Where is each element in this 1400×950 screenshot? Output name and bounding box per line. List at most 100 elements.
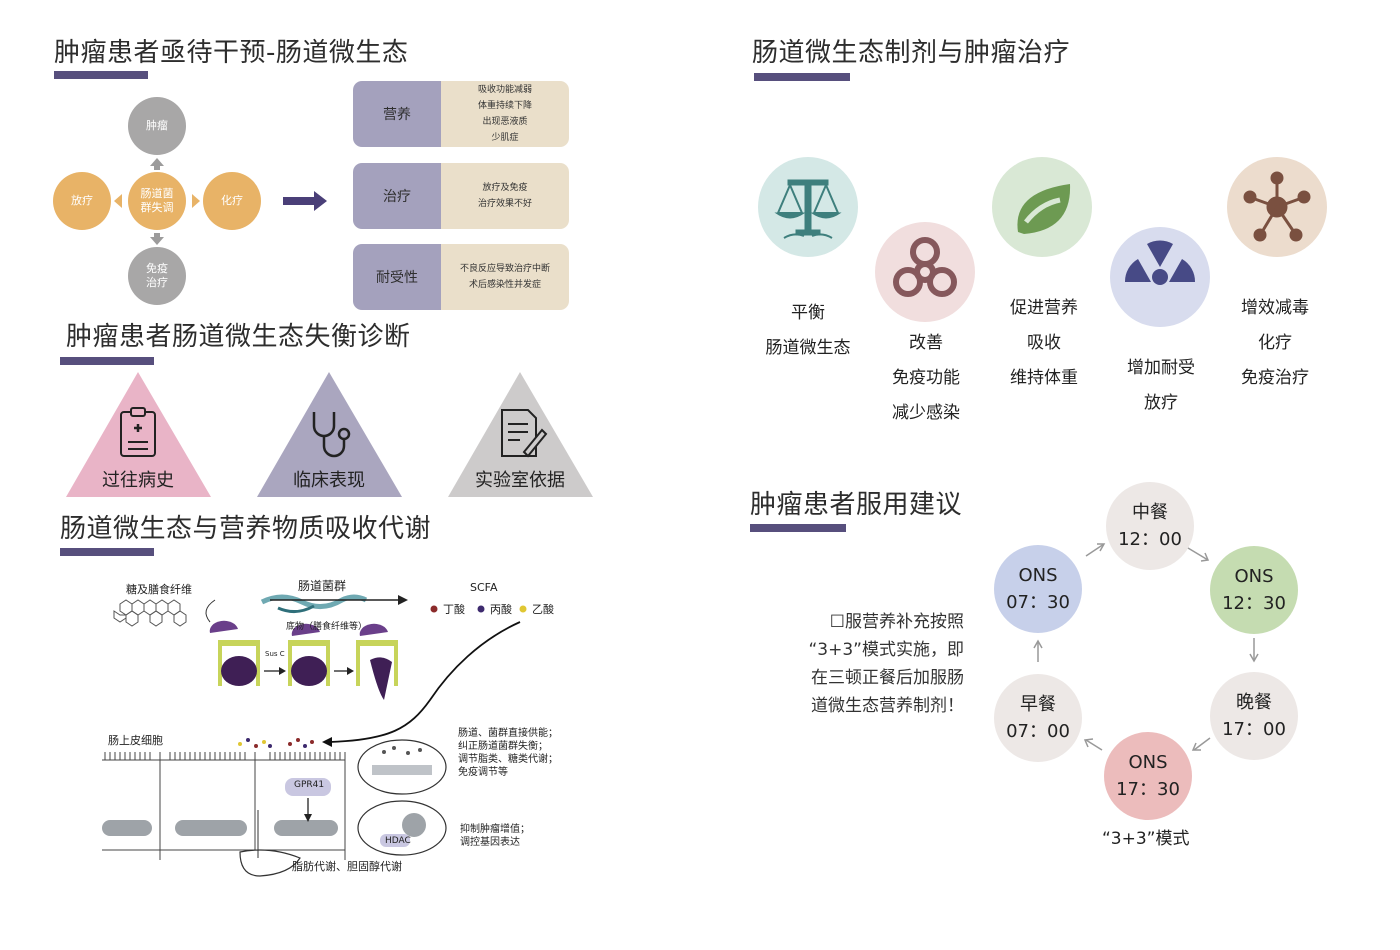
note-line: 肠道、菌群直接供能； (458, 728, 558, 739)
benefit-line: 增加耐受 (1127, 358, 1195, 378)
biohazard-icon (893, 237, 957, 297)
meal-time: 07：30 (1006, 592, 1070, 613)
card-label: 耐受性 (353, 244, 441, 310)
dosage-instruction: ☐服营养补充按照 “3+3”模式实施，即 在三顿正餐后加服肠 道微生态营养制剂！ (782, 608, 965, 720)
benefit-line: 促进营养 (1010, 298, 1078, 318)
zoom-circle-hdac (357, 800, 447, 856)
card-line: 少肌症 (491, 133, 519, 143)
benefit-line: 免疫治疗 (1241, 368, 1309, 388)
acid-acetic: 乙酸 (532, 603, 554, 616)
arrow-right-icon (398, 595, 408, 605)
card-line: 放疗及免疫 (482, 183, 528, 193)
substrate-label: 底物（膳食纤维等） (286, 622, 368, 632)
instruction-line: ☐服营养补充按照 (829, 612, 964, 632)
acid-propionic: 丙酸 (490, 603, 512, 616)
hub-node-tumor: 肿瘤 (128, 97, 186, 155)
arrow-down-icon (150, 237, 164, 245)
meal-ons-dinner: ONS 17：30 (1104, 732, 1192, 820)
triangle-label-clinical: 临床表现 (293, 470, 365, 491)
hdac-label: HDAC (385, 836, 411, 846)
hub-node-chemotherapy: 化疗 (203, 172, 261, 230)
meal-name: ONS (1128, 752, 1168, 773)
liver-icon (239, 849, 301, 877)
balance-scale-icon (774, 179, 842, 239)
card-line: 吸收功能减弱 (477, 85, 532, 95)
flora-strand (260, 594, 368, 609)
transporter-units (209, 620, 398, 700)
hub-node-label: 放疗 (71, 194, 93, 207)
fiber-hexagons (113, 599, 187, 627)
section-title-diagnosis: 肿瘤患者肠道微生态失衡诊断 (66, 322, 411, 352)
card-line: 不良反应导致治疗中断 (459, 264, 550, 274)
triangle-label-history: 过往病史 (102, 470, 174, 491)
benefit-radiotherapy: 增加耐受 放疗 (1101, 351, 1221, 421)
radiation-icon (1124, 240, 1196, 285)
title-underline (54, 71, 148, 79)
card-lines: 不良反应导致治疗中断 术后感染性并发症 (441, 244, 569, 310)
card-line: 术后感染性并发症 (468, 280, 541, 290)
meal-time: 17：30 (1116, 779, 1180, 800)
meal-time: 12：00 (1118, 529, 1182, 550)
problem-card-tolerance: 耐受性 不良反应导致治疗中断 术后感染性并发症 (353, 244, 569, 310)
card-line: 治疗效果不好 (477, 199, 532, 209)
benefit-chemo: 增效减毒 化疗 免疫治疗 (1215, 291, 1335, 396)
clipboard-icon (120, 407, 156, 457)
benefit-line: 放疗 (1144, 393, 1178, 413)
acid-butyric: 丁酸 (443, 603, 465, 616)
metabolism-diagram (102, 594, 527, 877)
title-underline (60, 357, 154, 365)
triangle-lab (448, 372, 593, 497)
section-title-metabolism: 肠道微生态与营养物质吸收代谢 (60, 514, 432, 544)
hub-arrows (114, 158, 327, 245)
scfa-label: SCFA (470, 581, 498, 594)
hub-node-immunotherapy: 免疫治疗 (128, 247, 186, 305)
card-lines: 吸收功能减弱 体重持续下降 出现恶液质 少肌症 (441, 81, 569, 147)
hub-node-radiotherapy: 放疗 (53, 172, 111, 230)
benefit-nutrition: 促进营养 吸收 维持体重 (984, 291, 1104, 396)
benefit-line: 减少感染 (892, 403, 960, 423)
diagnosis-triangles (66, 372, 593, 497)
meal-time: 07：00 (1006, 721, 1070, 742)
benefit-balance: 平衡 肠道微生态 (748, 296, 868, 366)
section-title-therapy: 肠道微生态制剂与肿瘤治疗 (752, 38, 1071, 68)
big-arrow-right-icon (283, 191, 327, 211)
benefit-line: 平衡 (791, 303, 825, 323)
epithelium-label: 肠上皮细胞 (108, 734, 163, 747)
problem-card-treatment: 治疗 放疗及免疫 治疗效果不好 (353, 163, 569, 229)
hub-center-line: 肠道菌 (140, 187, 174, 200)
benefit-line: 化疗 (1258, 333, 1292, 353)
lab-report-icon (501, 409, 548, 458)
stethoscope-icon (312, 412, 351, 458)
benefit-immunity: 改善 免疫功能 减少感染 (866, 326, 986, 431)
scfa-molecules (238, 738, 314, 748)
meal-name: 中餐 (1132, 502, 1168, 523)
triangle-label-lab: 实验室依据 (475, 470, 565, 491)
gpr41-label: GPR41 (294, 780, 325, 790)
meal-breakfast: 早餐 07：00 (994, 674, 1082, 762)
meal-name: ONS (1234, 566, 1274, 587)
benefit-line: 吸收 (1027, 333, 1061, 353)
section-title-intervention: 肿瘤患者亟待干预-肠道微生态 (54, 38, 409, 68)
instruction-line: 道微生态营养制剂！ (811, 696, 964, 716)
sus-label: Sus C (265, 650, 285, 658)
card-label: 治疗 (353, 163, 441, 229)
title-underline (750, 524, 846, 532)
benefit-line: 改善 (909, 333, 943, 353)
meal-name: 早餐 (1020, 694, 1056, 715)
hub-node-label: 化疗 (221, 194, 243, 207)
direct-effects-note: 肠道、菌群直接供能； 纠正肠道菌群失衡； 调节脂类、糖类代谢； 免疫调节等 (458, 727, 558, 779)
hub-center-line: 群失调 (140, 201, 174, 214)
hub-bottom-line: 免疫 (146, 262, 168, 275)
hub-node-center: 肠道菌群失调 (128, 172, 186, 230)
card-line: 体重持续下降 (477, 101, 532, 111)
note-line: 抑制肿瘤增值； (460, 824, 530, 835)
meal-time: 17：00 (1222, 719, 1286, 740)
triangle-history (66, 372, 211, 497)
meal-ons-lunch: ONS 12：30 (1210, 546, 1298, 634)
fiber-label: 糖及膳食纤维 (126, 583, 192, 596)
meal-name: 晚餐 (1236, 692, 1272, 713)
arrow-right-icon (192, 194, 200, 208)
tumor-effects-note: 抑制肿瘤增值； 调控基因表达 (460, 823, 530, 849)
meal-lunch: 中餐 12：00 (1106, 482, 1194, 570)
arrow-up-icon (150, 158, 164, 166)
